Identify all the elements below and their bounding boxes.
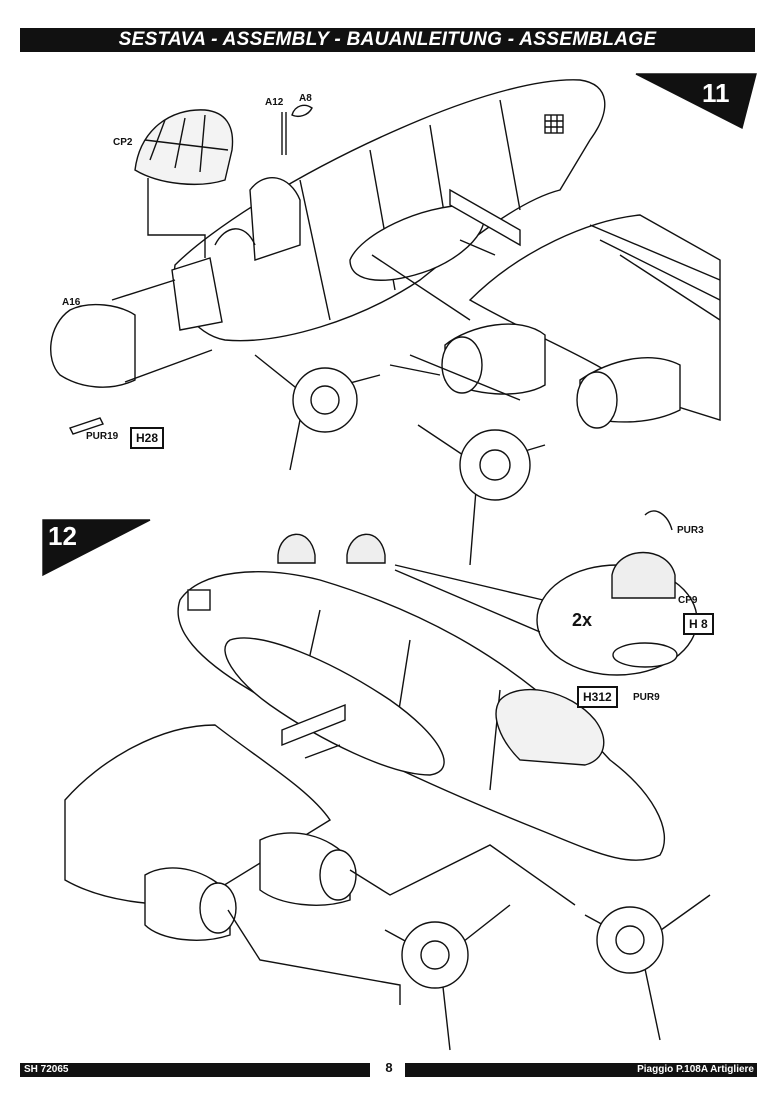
kit-code: SH 72065 [24, 1064, 69, 1075]
part-label: CP2 [113, 137, 133, 148]
part-label: PUR19 [86, 431, 119, 442]
step-11-marker [635, 73, 757, 130]
paint-code: H 8 [683, 613, 714, 635]
step-number: 11 [702, 78, 730, 108]
part-label: PUR9 [633, 692, 660, 703]
part-label: A12 [265, 97, 284, 108]
nose-part [50, 303, 136, 388]
step-number: 12 [48, 521, 77, 551]
page-title: SESTAVA - ASSEMBLY - BAUANLEITUNG - ASSE… [20, 28, 755, 52]
paint-code: H312 [577, 686, 618, 708]
model-name: Piaggio P.108A Artigliere [637, 1064, 754, 1075]
part-label: PUR3 [677, 525, 704, 536]
part-label: A8 [299, 93, 312, 104]
footer-bar [405, 1063, 757, 1077]
footer-bar [20, 1063, 370, 1077]
step11-fuselage [173, 79, 606, 342]
step-12-marker [42, 519, 151, 577]
paint-code: H28 [130, 427, 165, 449]
page-number: 8 [385, 1060, 393, 1075]
part-label: CP9 [678, 595, 698, 606]
part-label: A16 [62, 297, 81, 308]
quantity-label: 2x [572, 610, 593, 630]
